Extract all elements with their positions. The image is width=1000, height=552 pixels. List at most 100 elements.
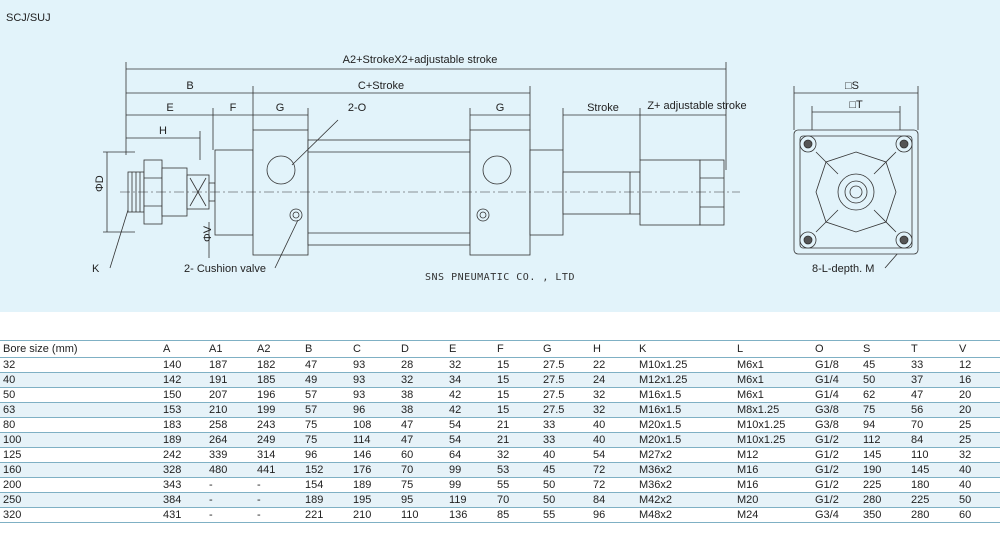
table-cell: 40 [956, 462, 1000, 478]
table-cell: 54 [446, 432, 494, 448]
table-cell: 85 [494, 507, 540, 523]
table-cell: 189 [160, 432, 206, 448]
dim-stroke: Stroke [587, 102, 619, 114]
dim-phi-d: ΦD [94, 175, 106, 192]
table-cell: M8x1.25 [734, 402, 812, 418]
table-cell: 40 [540, 447, 590, 463]
column-header: T [908, 340, 956, 358]
column-header: L [734, 340, 812, 358]
table-cell: 119 [446, 492, 494, 508]
table-cell: 21 [494, 432, 540, 448]
table-cell: 53 [494, 462, 540, 478]
table-cell: 84 [590, 492, 636, 508]
dim-z-adj: Z+ adjustable stroke [647, 100, 746, 112]
table-cell: M10x1.25 [636, 357, 734, 373]
column-header: H [590, 340, 636, 358]
table-cell: 145 [908, 462, 956, 478]
table-cell: 99 [446, 462, 494, 478]
dim-g-right: G [496, 102, 505, 114]
column-header: E [446, 340, 494, 358]
table-cell: G1/2 [812, 492, 860, 508]
table-cell: 250 [0, 492, 160, 508]
table-cell: M20x1.5 [636, 432, 734, 448]
dim-total: A2+StrokeX2+adjustable stroke [343, 54, 498, 66]
table-cell: M6x1 [734, 357, 812, 373]
table-cell: 350 [860, 507, 908, 523]
table-cell: 189 [302, 492, 350, 508]
table-cell: 93 [350, 372, 398, 388]
table-cell: 50 [540, 477, 590, 493]
label-mount-holes: 8-L-depth. M [812, 263, 874, 275]
table-cell: 45 [540, 462, 590, 478]
table-cell: 32 [398, 372, 446, 388]
table-cell: 264 [206, 432, 254, 448]
table-cell: 185 [254, 372, 302, 388]
table-cell: M27x2 [636, 447, 734, 463]
table-cell: 114 [350, 432, 398, 448]
table-cell: 145 [860, 447, 908, 463]
table-cell: G1/2 [812, 477, 860, 493]
table-cell: 196 [254, 387, 302, 403]
table-cell: 441 [254, 462, 302, 478]
table-cell: 47 [398, 417, 446, 433]
table-cell: 47 [398, 432, 446, 448]
table-cell: 24 [590, 372, 636, 388]
table-cell: 57 [302, 387, 350, 403]
table-cell: 280 [860, 492, 908, 508]
table-cell: 207 [206, 387, 254, 403]
table-cell: 384 [160, 492, 206, 508]
table-cell: 154 [302, 477, 350, 493]
column-header: K [636, 340, 734, 358]
table-cell: 195 [350, 492, 398, 508]
table-cell: - [206, 507, 254, 523]
table-cell: M10x1.25 [734, 417, 812, 433]
table-cell: 42 [446, 387, 494, 403]
table-cell: 40 [590, 432, 636, 448]
column-header: V [956, 340, 1000, 358]
table-cell: 38 [398, 402, 446, 418]
table-cell: 50 [956, 492, 1000, 508]
column-header: F [494, 340, 540, 358]
table-cell: 243 [254, 417, 302, 433]
table-cell: 47 [302, 357, 350, 373]
table-cell: 12 [956, 357, 1000, 373]
table-cell: 56 [908, 402, 956, 418]
table-cell: 189 [350, 477, 398, 493]
table-cell: 176 [350, 462, 398, 478]
table-cell: 21 [494, 417, 540, 433]
column-header: Bore size (mm) [0, 340, 160, 358]
table-cell: 99 [446, 477, 494, 493]
table-cell: 191 [206, 372, 254, 388]
table-cell: 20 [956, 402, 1000, 418]
table-cell: 54 [590, 447, 636, 463]
table-cell: 40 [0, 372, 160, 388]
table-cell: 200 [0, 477, 160, 493]
table-cell: G3/4 [812, 507, 860, 523]
table-cell: 38 [398, 387, 446, 403]
table-cell: 112 [860, 432, 908, 448]
table-cell: 431 [160, 507, 206, 523]
dim-t: □T [849, 99, 863, 111]
table-cell: 37 [908, 372, 956, 388]
table-cell: 33 [540, 417, 590, 433]
technical-drawing: SCJ/SUJ [0, 0, 1000, 312]
table-cell: 221 [302, 507, 350, 523]
table-cell: 328 [160, 462, 206, 478]
column-header: A [160, 340, 206, 358]
table-cell: 64 [446, 447, 494, 463]
table-cell: 94 [860, 417, 908, 433]
table-cell: G1/4 [812, 372, 860, 388]
table-cell: 339 [206, 447, 254, 463]
table-cell: 84 [908, 432, 956, 448]
table-cell: 96 [590, 507, 636, 523]
dim-phi-v: ΦV [202, 225, 214, 242]
dim-s: □S [845, 80, 859, 92]
column-header: B [302, 340, 350, 358]
table-cell: G1/2 [812, 432, 860, 448]
table-cell: 70 [398, 462, 446, 478]
